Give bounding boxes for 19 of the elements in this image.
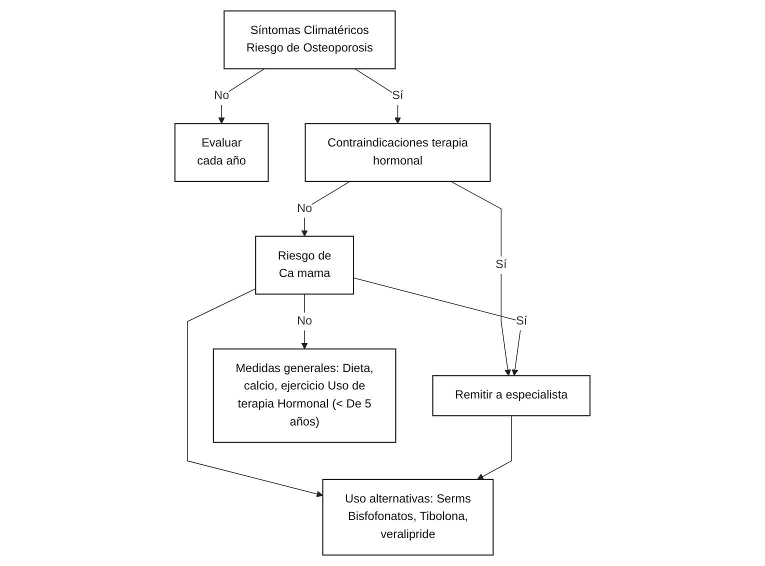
node-box: Síntomas Climatéricos Riesgo de Osteoporosis [224, 10, 396, 70]
node-box: Riesgo de Ca mama [255, 236, 354, 295]
node-box: Uso alternativas: Serms Bisfofonatos, Tibolona, veralipride [322, 478, 494, 556]
edge-label: No [297, 202, 312, 215]
arrow [477, 415, 512, 480]
node-box: Contraindicaciones terapia hormonal [304, 123, 491, 182]
edge-label: No [297, 314, 312, 328]
edge-label: Sí [496, 258, 507, 272]
edge-label: Sí [392, 90, 404, 102]
node-box: Medidas generales: Dieta, calcio, ejercicio Uso de terapia Hormonal (< De 5 años) [212, 348, 396, 443]
arrow [450, 181, 512, 376]
arrow [354, 68, 402, 124]
arrow [187, 288, 324, 498]
node-box: Evaluar cada año [174, 123, 269, 182]
arrow [353, 278, 522, 376]
edge-label: Sí [516, 314, 528, 328]
arrow [301, 181, 350, 237]
edge-label: No [214, 90, 230, 102]
node-box: Remitir a especialista [432, 375, 591, 416]
